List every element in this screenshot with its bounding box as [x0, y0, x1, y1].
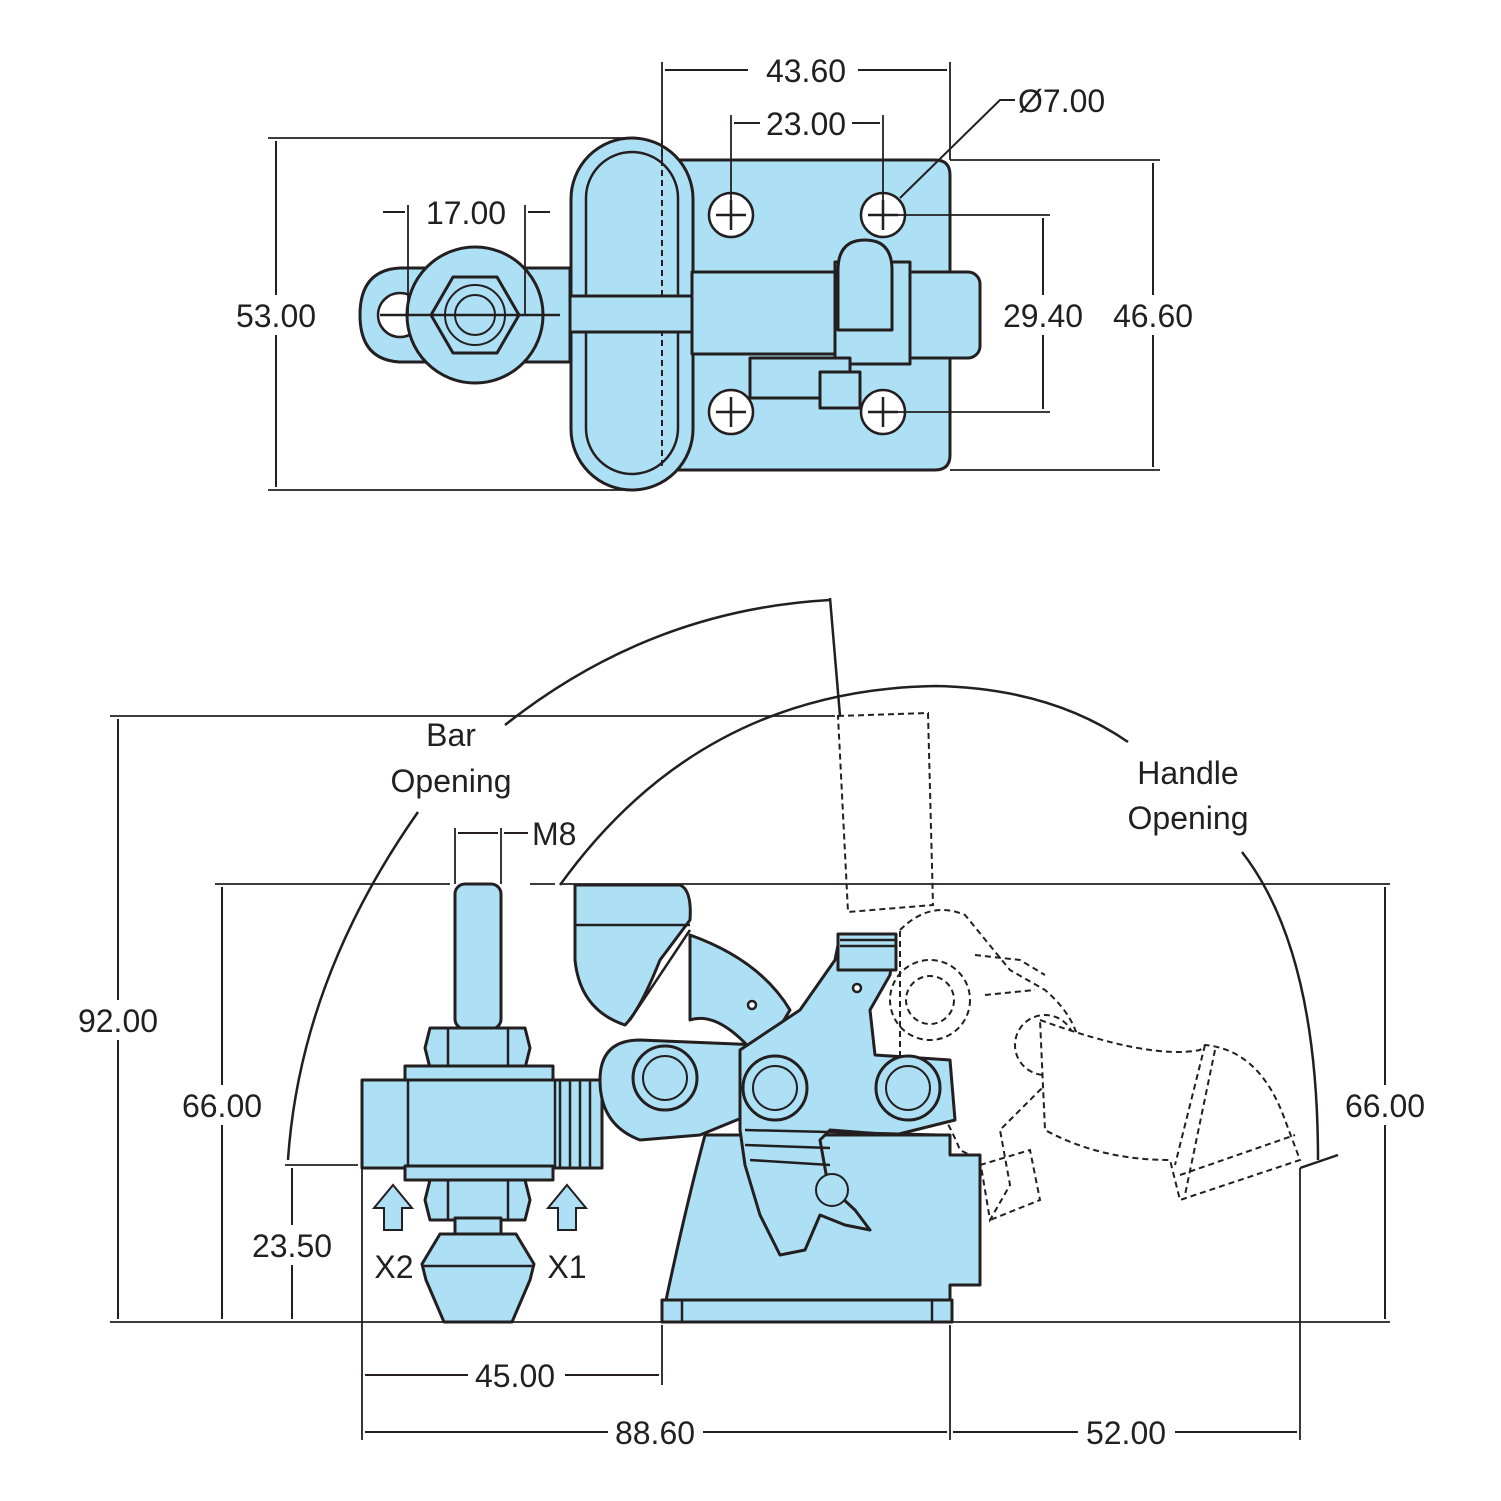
spindle-body: [360, 1078, 604, 1170]
dim-side-left-height: 66.00: [182, 1088, 262, 1124]
dim-side-handle-reach: 52.00: [1086, 1415, 1166, 1451]
spindle-rod: [453, 882, 503, 1031]
side-view: X2 X1: [360, 711, 1302, 1324]
spindle-pressure-pad: [420, 1232, 536, 1324]
handle-opening-label-1: Handle: [1137, 755, 1238, 791]
handle-opening-arc: [558, 684, 1129, 886]
dim-top-width-plate: 43.60: [766, 53, 846, 89]
clamp-base-body: [663, 1133, 982, 1307]
force-label-x1: X1: [547, 1249, 586, 1285]
spindle-neck: [453, 1216, 503, 1236]
thread-label-m8: M8: [532, 816, 576, 852]
top-view: [358, 136, 982, 492]
force-arrow-x1: [545, 1183, 589, 1231]
top-body-block: [690, 270, 844, 356]
dim-side-overall-height: 92.00: [78, 1003, 158, 1039]
dim-top-hole-spacing: 23.00: [766, 106, 846, 142]
bar-opening-arc-lower: [286, 811, 420, 1161]
bar-opening-arc: [504, 598, 831, 726]
dim-side-overall-length: 88.60: [615, 1415, 695, 1451]
spindle-assembly: [360, 882, 604, 1324]
dim-top-hole-diameter: Ø7.00: [1018, 83, 1105, 119]
linkage-plate: [738, 933, 957, 1257]
dim-top-overall-height: 53.00: [236, 298, 316, 334]
dim-side-spindle-offset: 45.00: [475, 1358, 555, 1394]
dim-top-nut-width: 17.00: [426, 195, 506, 231]
top-end-block: [898, 270, 982, 360]
pivot-pins: [631, 982, 942, 1207]
clamp-bar-upper: [688, 933, 792, 1062]
clamp-base-foot: [660, 1298, 954, 1324]
dim-top-hole-vertical: 29.40: [1003, 298, 1083, 334]
handle-opening-arc-lower: [1241, 851, 1320, 1161]
top-handle-loop: [836, 238, 894, 332]
dim-side-right-height: 66.00: [1345, 1088, 1425, 1124]
spindle-top-nut: [423, 1026, 532, 1070]
force-arrows: X2 X1: [371, 1183, 589, 1285]
top-link-tab: [818, 370, 862, 410]
top-view-dimensions: 43.60 23.00 Ø7.00 17.00 53.00 29.40 46.6…: [236, 53, 1193, 491]
force-label-x2: X2: [374, 1249, 413, 1285]
dim-top-plate-height: 46.60: [1113, 298, 1193, 334]
spindle-collar-bottom: [403, 1164, 555, 1182]
bar-opening-label-1: Bar: [426, 717, 476, 753]
spindle-bottom-nut: [423, 1178, 532, 1222]
bar-opening-label-2: Opening: [391, 763, 512, 799]
force-arrow-x2: [371, 1183, 415, 1231]
handle-opening-label-2: Opening: [1128, 800, 1249, 836]
open-position-ghost: [836, 711, 1302, 1223]
side-view-dimensions: Bar Opening Handle Opening M8 92.00 66.0…: [78, 597, 1425, 1451]
dim-side-spindle-height: 23.50: [252, 1228, 332, 1264]
